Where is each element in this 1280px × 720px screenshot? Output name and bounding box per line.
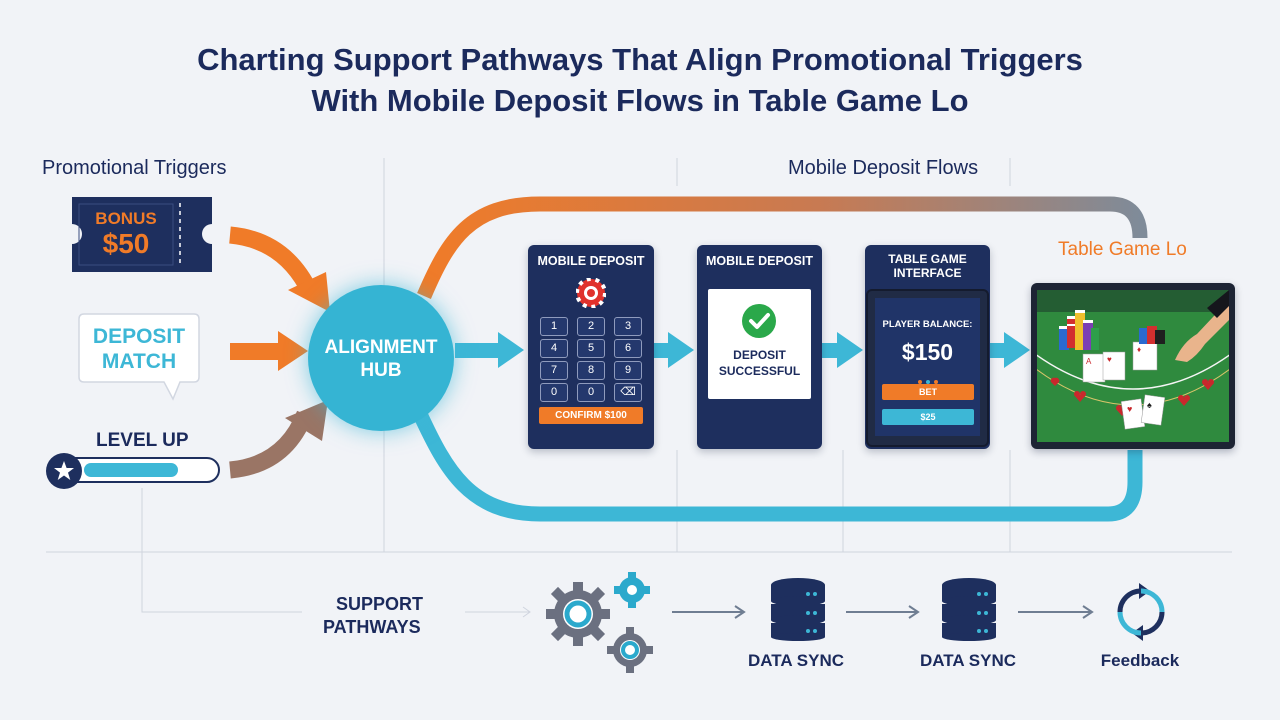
table-game-tablet: A ♥ ♦ ♠ ♥: [1031, 283, 1235, 449]
svg-text:♦: ♦: [1137, 345, 1141, 354]
mobile-deposit-success-panel: MOBILE DEPOSIT DEPOSIT SUCCESSFUL: [697, 245, 822, 449]
backspace-key[interactable]: ⌫: [614, 383, 642, 402]
bet-amount-button[interactable]: $25: [882, 409, 974, 425]
chip-stacks: [1059, 310, 1099, 350]
balance-value: $150: [901, 339, 954, 365]
speech-bubble-icon: [78, 313, 200, 401]
mobile-deposit-flows-label: Mobile Deposit Flows: [788, 157, 979, 179]
diagram-title-line-1: Charting Support Pathways That Align Pro…: [197, 42, 1083, 77]
keypad-key[interactable]: 9: [614, 361, 642, 380]
gears-icon: [546, 572, 653, 673]
check-circle-icon: [742, 304, 776, 338]
svg-text:A: A: [1086, 357, 1092, 366]
promotional-triggers-label: Promotional Triggers: [42, 157, 227, 179]
database-icon: [942, 578, 996, 641]
deposit-status-line-1: DEPOSIT: [733, 348, 786, 362]
diagram-title-line-2: With Mobile Deposit Flows in Table Game …: [311, 83, 969, 118]
table-game-interface-panel: TABLE GAME INTERFACE PLAYER BALANCE: $15…: [865, 245, 990, 449]
keypad-key[interactable]: 8: [577, 361, 605, 380]
svg-text:♠: ♠: [1147, 400, 1152, 410]
star-icon: [54, 461, 74, 480]
keypad-key[interactable]: 0: [577, 383, 605, 402]
support-pathways-line-1: SUPPORT: [336, 594, 424, 614]
ticket-icon: [72, 197, 212, 272]
pagination-dots: [875, 371, 980, 389]
level-progress-bar: [60, 457, 220, 483]
deposit-to-success-arrow: [654, 343, 670, 358]
bonus-amount: $50: [102, 228, 150, 259]
success-to-interface-arrow: [822, 343, 839, 358]
alignment-hub: ALIGNMENT HUB: [308, 285, 454, 431]
bonus-ticket: BONUS $50: [72, 197, 212, 272]
hub-line-2: HUB: [360, 360, 402, 381]
keypad-key[interactable]: 1: [540, 317, 568, 336]
keypad-key[interactable]: 3: [614, 317, 642, 336]
panel-title-line-1: TABLE GAME: [888, 252, 967, 266]
keypad-key[interactable]: 7: [540, 361, 568, 380]
keypad-key[interactable]: 6: [614, 339, 642, 358]
support-guide-line: [141, 488, 302, 613]
mobile-deposit-keypad-panel: MOBILE DEPOSIT 1 2 3 4 5 6 7 8 9 0 0 ⌫ C…: [528, 245, 654, 449]
deposit-match-line-2: MATCH: [101, 350, 177, 373]
keypad-key[interactable]: 2: [577, 317, 605, 336]
keypad-key[interactable]: 4: [540, 339, 568, 358]
hub-line-1: ALIGNMENT: [324, 337, 438, 358]
casino-chip-icon: [576, 278, 606, 308]
success-card: DEPOSIT SUCCESSFUL: [708, 289, 811, 399]
tablet-frame: PLAYER BALANCE: $150 BET $25: [866, 289, 989, 447]
confirm-deposit-button[interactable]: CONFIRM $100: [539, 407, 643, 424]
panel-title-line-2: INTERFACE: [893, 266, 962, 280]
svg-text:♥: ♥: [1127, 404, 1132, 414]
level-up-label: LEVEL UP: [96, 430, 189, 451]
deposit-match-line-1: DEPOSIT: [92, 325, 186, 348]
data-sync-label: DATA SYNC: [747, 651, 844, 670]
database-icon: [771, 578, 825, 641]
interface-to-table-arrow: [990, 343, 1006, 358]
svg-text:♥: ♥: [1107, 355, 1112, 364]
bet-button[interactable]: BET: [882, 384, 974, 400]
keypad-key[interactable]: 0: [540, 383, 568, 402]
bonus-label: BONUS: [95, 209, 157, 228]
star-badge: [46, 453, 82, 489]
match-to-hub-arrow: [230, 343, 280, 360]
keypad: 1 2 3 4 5 6 7 8 9 0 0 ⌫: [540, 317, 642, 402]
keypad-key[interactable]: 5: [577, 339, 605, 358]
promotion-flow-arc: [417, 196, 1148, 299]
deposit-match-bubble: DEPOSIT MATCH: [78, 313, 200, 401]
balance-label: PLAYER BALANCE:: [882, 319, 973, 330]
feedback-cycle-icon: [1117, 583, 1165, 641]
data-sync-label: DATA SYNC: [919, 651, 1016, 670]
feedback-flow-arc: [413, 410, 1143, 522]
tablet-screen: PLAYER BALANCE: $150 BET $25: [875, 298, 980, 436]
panel-title: MOBILE DEPOSIT: [537, 254, 645, 268]
panel-title: MOBILE DEPOSIT: [706, 254, 813, 268]
support-pathways-line-2: PATHWAYS: [323, 617, 421, 637]
bonus-to-hub-arrow: [228, 226, 318, 296]
table-game-label: Table Game Lo: [1058, 239, 1187, 260]
feedback-label: Feedback: [1100, 651, 1180, 670]
hub-to-deposit-arrow: [455, 343, 500, 358]
center-chips: [1139, 326, 1165, 344]
blackjack-table-illustration: A ♥ ♦ ♠ ♥: [1037, 290, 1229, 442]
deposit-status-line-2: SUCCESSFUL: [718, 364, 801, 378]
level-progress-fill: [84, 463, 178, 477]
